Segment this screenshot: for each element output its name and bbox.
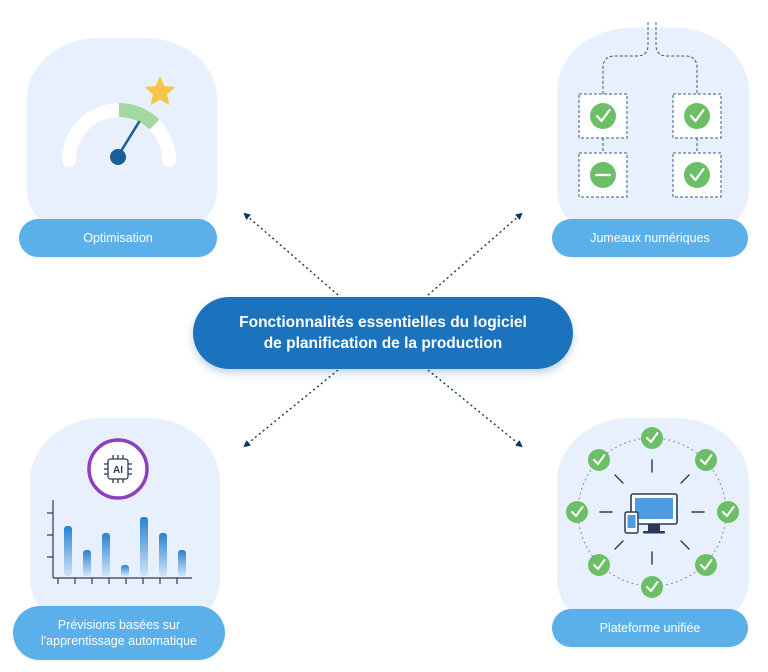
chart-bar (178, 550, 186, 576)
gauge-icon (62, 102, 176, 167)
chart-bar (159, 533, 167, 576)
connector-optimization (243, 212, 339, 296)
chart-bar (102, 533, 110, 576)
optimization-card (27, 38, 217, 238)
phone-icon (624, 511, 639, 534)
ml-forecast-label: Prévisions basées sur l'apprentissage au… (13, 606, 225, 660)
chart-bar (83, 550, 91, 576)
connector-unified-platform (427, 369, 523, 448)
central-title-line2: de planification de la production (263, 335, 503, 352)
central-title-line1: Fonctionnalités essentielles du logiciel (239, 314, 527, 331)
check-icons (566, 427, 739, 598)
connector-ml-forecast (243, 369, 339, 448)
digital-twins-label: Jumeaux numériques (552, 219, 748, 257)
optimization-label: Optimisation (19, 219, 217, 257)
bar-chart-icon (47, 500, 192, 584)
ai-chip-label: AI (113, 465, 123, 476)
monitor-network-icon (566, 427, 739, 598)
checklist-tree-icon (578, 22, 722, 198)
ai-chip-icon: AI (87, 438, 149, 500)
unified-platform-label: Plateforme unifiée (552, 609, 748, 647)
star-icon (144, 76, 176, 105)
connector-digital-twins (427, 212, 523, 296)
connectors (243, 212, 523, 448)
chart-bar (64, 526, 72, 576)
monitor-icon (630, 493, 678, 534)
central-title: Fonctionnalités essentielles du logiciel… (193, 297, 573, 369)
chart-bar (121, 565, 129, 576)
chart-bar (140, 517, 148, 576)
